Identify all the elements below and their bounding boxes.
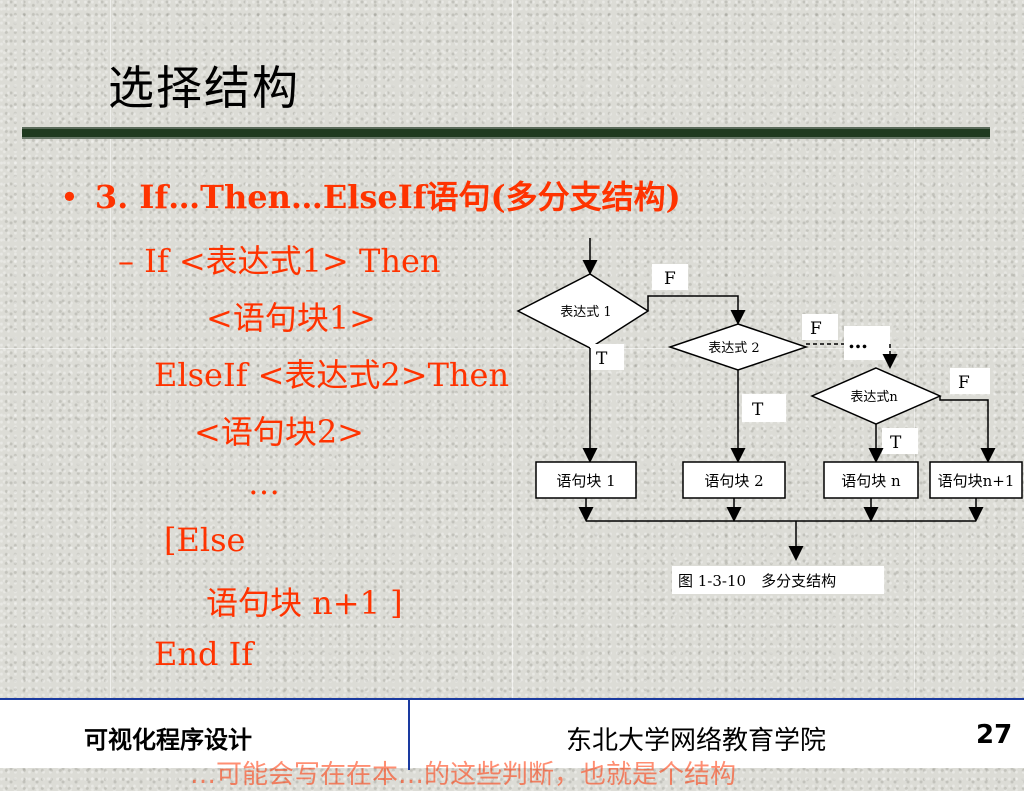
footer-overflow-text: …可能会写在在本…的这些判断，也就是个结构 (190, 760, 737, 790)
false-label-box (652, 264, 688, 290)
flow-arrow (939, 396, 996, 463)
statement-block-n (823, 461, 919, 499)
flowchart-diagram: 表达式 1 F T 表达式 2 F … T 表达式n F T 语句块 1 语句块… (516, 238, 1023, 594)
statement-label-1: 语句块 1 (556, 472, 615, 490)
footer-bar: 可视化程序设计 东北大学网络教育学院 27 (0, 698, 1024, 770)
footer-course-name: 可视化程序设计 (84, 726, 252, 754)
false-label-2: F (810, 319, 822, 339)
code-line: [Else (164, 521, 246, 559)
statement-label-n-plus-1: 语句块n+1 (938, 472, 1015, 490)
code-line: <语句块2> (194, 413, 364, 451)
background-gridline (0, 348, 1024, 349)
footer-page-number: 27 (976, 720, 1013, 750)
true-label-box (590, 344, 624, 370)
code-line: 语句块 n+1 ] (206, 584, 403, 622)
true-label-2: T (752, 400, 764, 420)
statement-label-2: 语句块 2 (704, 472, 763, 490)
background-gridline (110, 0, 111, 700)
ellipsis-label: … (848, 329, 868, 353)
footer-school-name: 东北大学网络教育学院 (566, 726, 827, 756)
code-line: – If <表达式1> Then (118, 242, 441, 280)
background-gridline (512, 0, 513, 700)
footer-divider (408, 700, 410, 770)
statement-label-n: 语句块 n (841, 472, 901, 490)
condition-label-1: 表达式 1 (560, 305, 611, 320)
true-label-box (742, 394, 786, 422)
false-label-box (950, 368, 990, 394)
false-label-n: F (958, 373, 970, 393)
statement-block-1 (535, 461, 637, 499)
background-gridline (914, 0, 915, 700)
code-line: End If (154, 635, 254, 673)
condition-label-2: 表达式 2 (708, 341, 759, 356)
code-line: ElseIf <表达式2>Then (154, 356, 510, 394)
flow-arrow (647, 295, 746, 325)
true-label-n: T (890, 433, 902, 453)
ellipsis-box (844, 326, 890, 360)
true-label-box (882, 428, 918, 454)
bullet-heading-text: 3. If…Then…ElseIf语句(多分支结构) (94, 178, 681, 216)
slide-title: 选择结构 (108, 61, 300, 115)
bullet-heading: • 3. If…Then…ElseIf语句(多分支结构) (60, 172, 681, 218)
bullet-dot-icon: • (60, 178, 79, 216)
true-label-1: T (596, 349, 608, 369)
false-label-1: F (664, 269, 676, 289)
statement-block-2 (682, 461, 786, 499)
figure-caption: 图 1-3-10 多分支结构 (678, 572, 836, 590)
code-line: … (248, 464, 280, 502)
condition-label-n: 表达式n (850, 390, 898, 405)
title-underline-bar (22, 127, 990, 139)
false-label-box (802, 314, 838, 340)
caption-box (672, 566, 884, 594)
code-line: <语句块1> (206, 299, 376, 337)
statement-block-n-plus-1 (929, 461, 1023, 499)
